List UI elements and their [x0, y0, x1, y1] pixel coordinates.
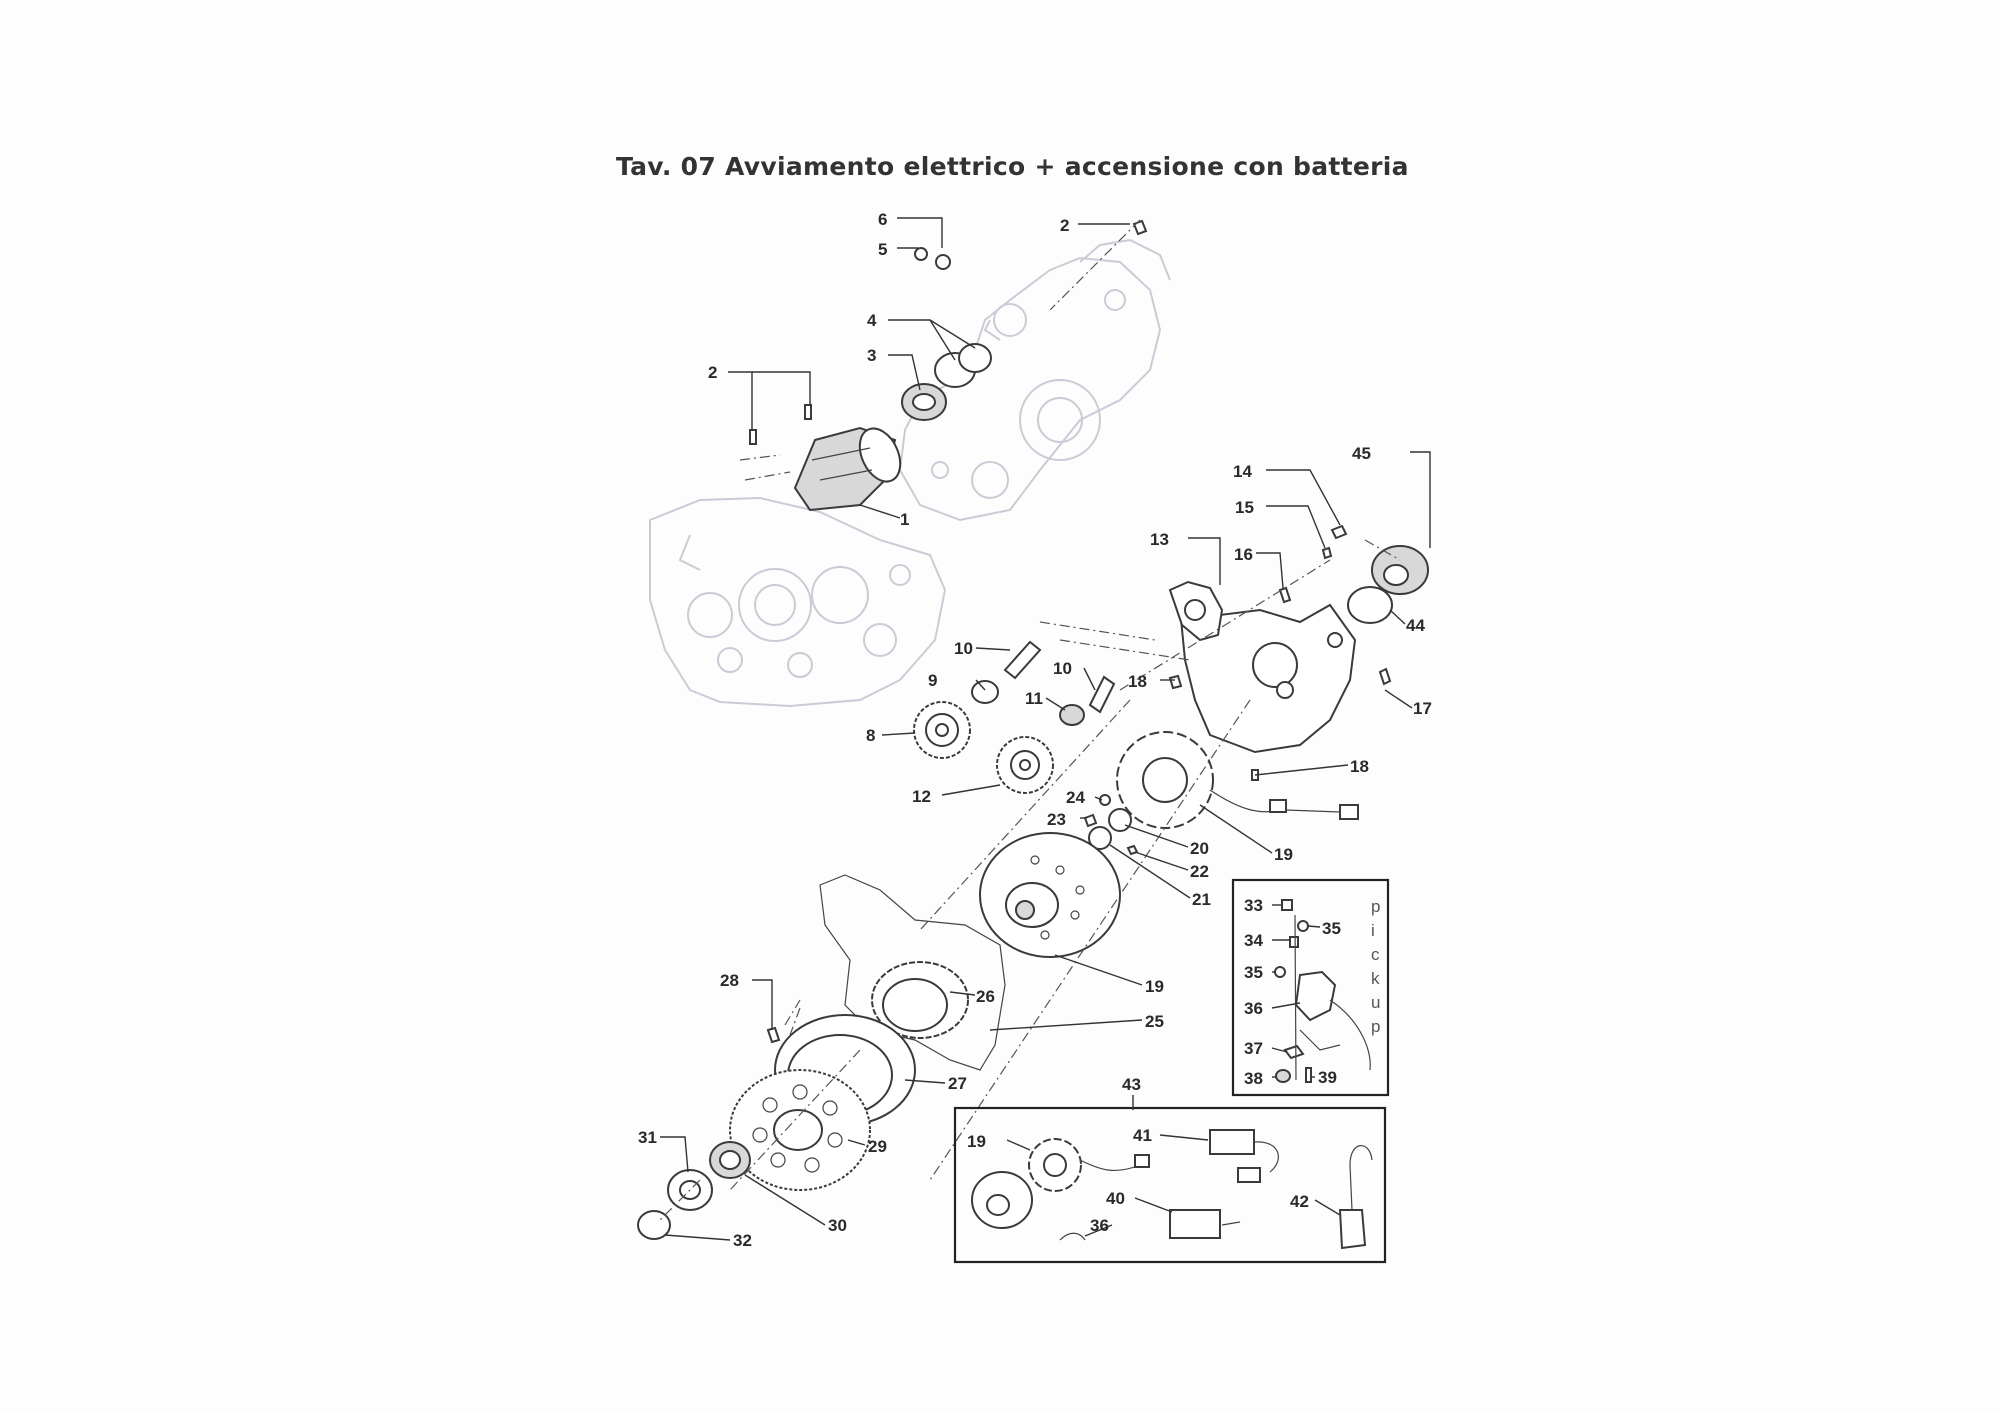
callout-18: 18: [1128, 672, 1147, 691]
callout-10: 10: [954, 639, 973, 658]
callout-6: 6: [878, 210, 887, 229]
callout-38: 38: [1244, 1069, 1263, 1088]
starter-gear-part-29: [729, 1069, 871, 1191]
callout-3: 3: [867, 346, 876, 365]
flywheel-rotor-part-19: [979, 832, 1121, 958]
callout-40: 40: [1106, 1189, 1125, 1208]
callout-9: 9: [928, 671, 937, 690]
pickup-letter: p: [1371, 1017, 1380, 1036]
washer-part-21: [1088, 826, 1112, 850]
callout-17: 17: [1413, 699, 1432, 718]
circlip-part-32: [637, 1210, 671, 1240]
callout-43: 43: [1122, 1075, 1141, 1094]
callout-42: 42: [1290, 1192, 1309, 1211]
pickup-letter: i: [1371, 921, 1375, 940]
callout-2: 2: [1060, 216, 1069, 235]
callout-34: 34: [1244, 931, 1263, 950]
callout-labels: 6 5 2 4 3 2 1 45 14 15 13 16 44 10 10 9 …: [638, 210, 1432, 1250]
callout-45: 45: [1352, 444, 1371, 463]
callout-19: 19: [1145, 977, 1164, 996]
o-ring-part-44: [1347, 586, 1393, 624]
bearing-part-11: [1059, 704, 1085, 726]
callout-1: 1: [900, 510, 909, 529]
ignition-kit-inset-box: [953, 1106, 1387, 1264]
callout-18: 18: [1350, 757, 1369, 776]
callout-25: 25: [1145, 1012, 1164, 1031]
callout-31: 31: [638, 1128, 657, 1147]
bearing-part-30: [709, 1141, 751, 1179]
callout-2: 2: [708, 363, 717, 382]
bearing-part-3: [901, 383, 947, 421]
pickup-letter: k: [1371, 969, 1380, 988]
callout-41: 41: [1133, 1126, 1152, 1145]
callout-30: 30: [828, 1216, 847, 1235]
bushing-part-9: [971, 680, 999, 704]
callout-35: 35: [1244, 963, 1263, 982]
assembly-axis-lines: [659, 219, 1401, 1221]
callout-37: 37: [1244, 1039, 1263, 1058]
callout-32: 32: [733, 1231, 752, 1250]
pickup-letter: p: [1371, 897, 1380, 916]
starter-motor-part-1: [793, 426, 902, 512]
callout-22: 22: [1190, 862, 1209, 881]
callout-4: 4: [867, 311, 877, 330]
pins-part-10: [1003, 640, 1116, 714]
gear-part-8: [913, 701, 971, 759]
callout-5: 5: [878, 240, 887, 259]
callout-20: 20: [1190, 839, 1209, 858]
callout-33: 33: [1244, 896, 1263, 915]
callout-8: 8: [866, 726, 875, 745]
page-title: Tav. 07 Avviamento elettrico + accension…: [616, 152, 1409, 181]
callout-44: 44: [1406, 616, 1425, 635]
callout-26: 26: [976, 987, 995, 1006]
callout-36: 36: [1244, 999, 1263, 1018]
one-way-clutch-part-26: [871, 961, 969, 1039]
crankcase-ghost-front: [649, 496, 947, 708]
ignition-cover-part-13: [1168, 580, 1357, 754]
nut-and-washer-parts-5-6: [914, 247, 951, 270]
cap-part-45: [1371, 545, 1429, 595]
callout-19: 19: [967, 1132, 986, 1151]
screws-parts-14-15-16-17: [1168, 524, 1392, 781]
callout-15: 15: [1235, 498, 1254, 517]
callout-36: 36: [1090, 1216, 1109, 1235]
callout-39: 39: [1318, 1068, 1337, 1087]
pickup-letter: c: [1371, 945, 1380, 964]
pickup-letter: u: [1371, 993, 1380, 1012]
callout-14: 14: [1233, 462, 1252, 481]
callout-23: 23: [1047, 810, 1066, 829]
callout-19: 19: [1274, 845, 1293, 864]
callout-11: 11: [1025, 689, 1043, 708]
leader-lines: [660, 217, 1431, 1241]
callout-21: 21: [1192, 890, 1211, 909]
callout-12: 12: [912, 787, 931, 806]
callout-13: 13: [1150, 530, 1169, 549]
callout-28: 28: [720, 971, 739, 990]
stator-part-19: [1116, 731, 1359, 829]
screw-part-28: [766, 1026, 781, 1044]
gasket-part-25: [819, 874, 1006, 1071]
callout-35: 35: [1322, 919, 1341, 938]
callout-10: 10: [1053, 659, 1072, 678]
callout-16: 16: [1234, 545, 1253, 564]
gear-part-12: [996, 736, 1054, 794]
pickup-inset-box: [1231, 878, 1390, 1097]
callout-27: 27: [948, 1074, 967, 1093]
bolts-part-2: [749, 219, 1148, 445]
bushing-part-4: [934, 343, 992, 388]
callout-29: 29: [868, 1137, 887, 1156]
callout-24: 24: [1066, 788, 1085, 807]
